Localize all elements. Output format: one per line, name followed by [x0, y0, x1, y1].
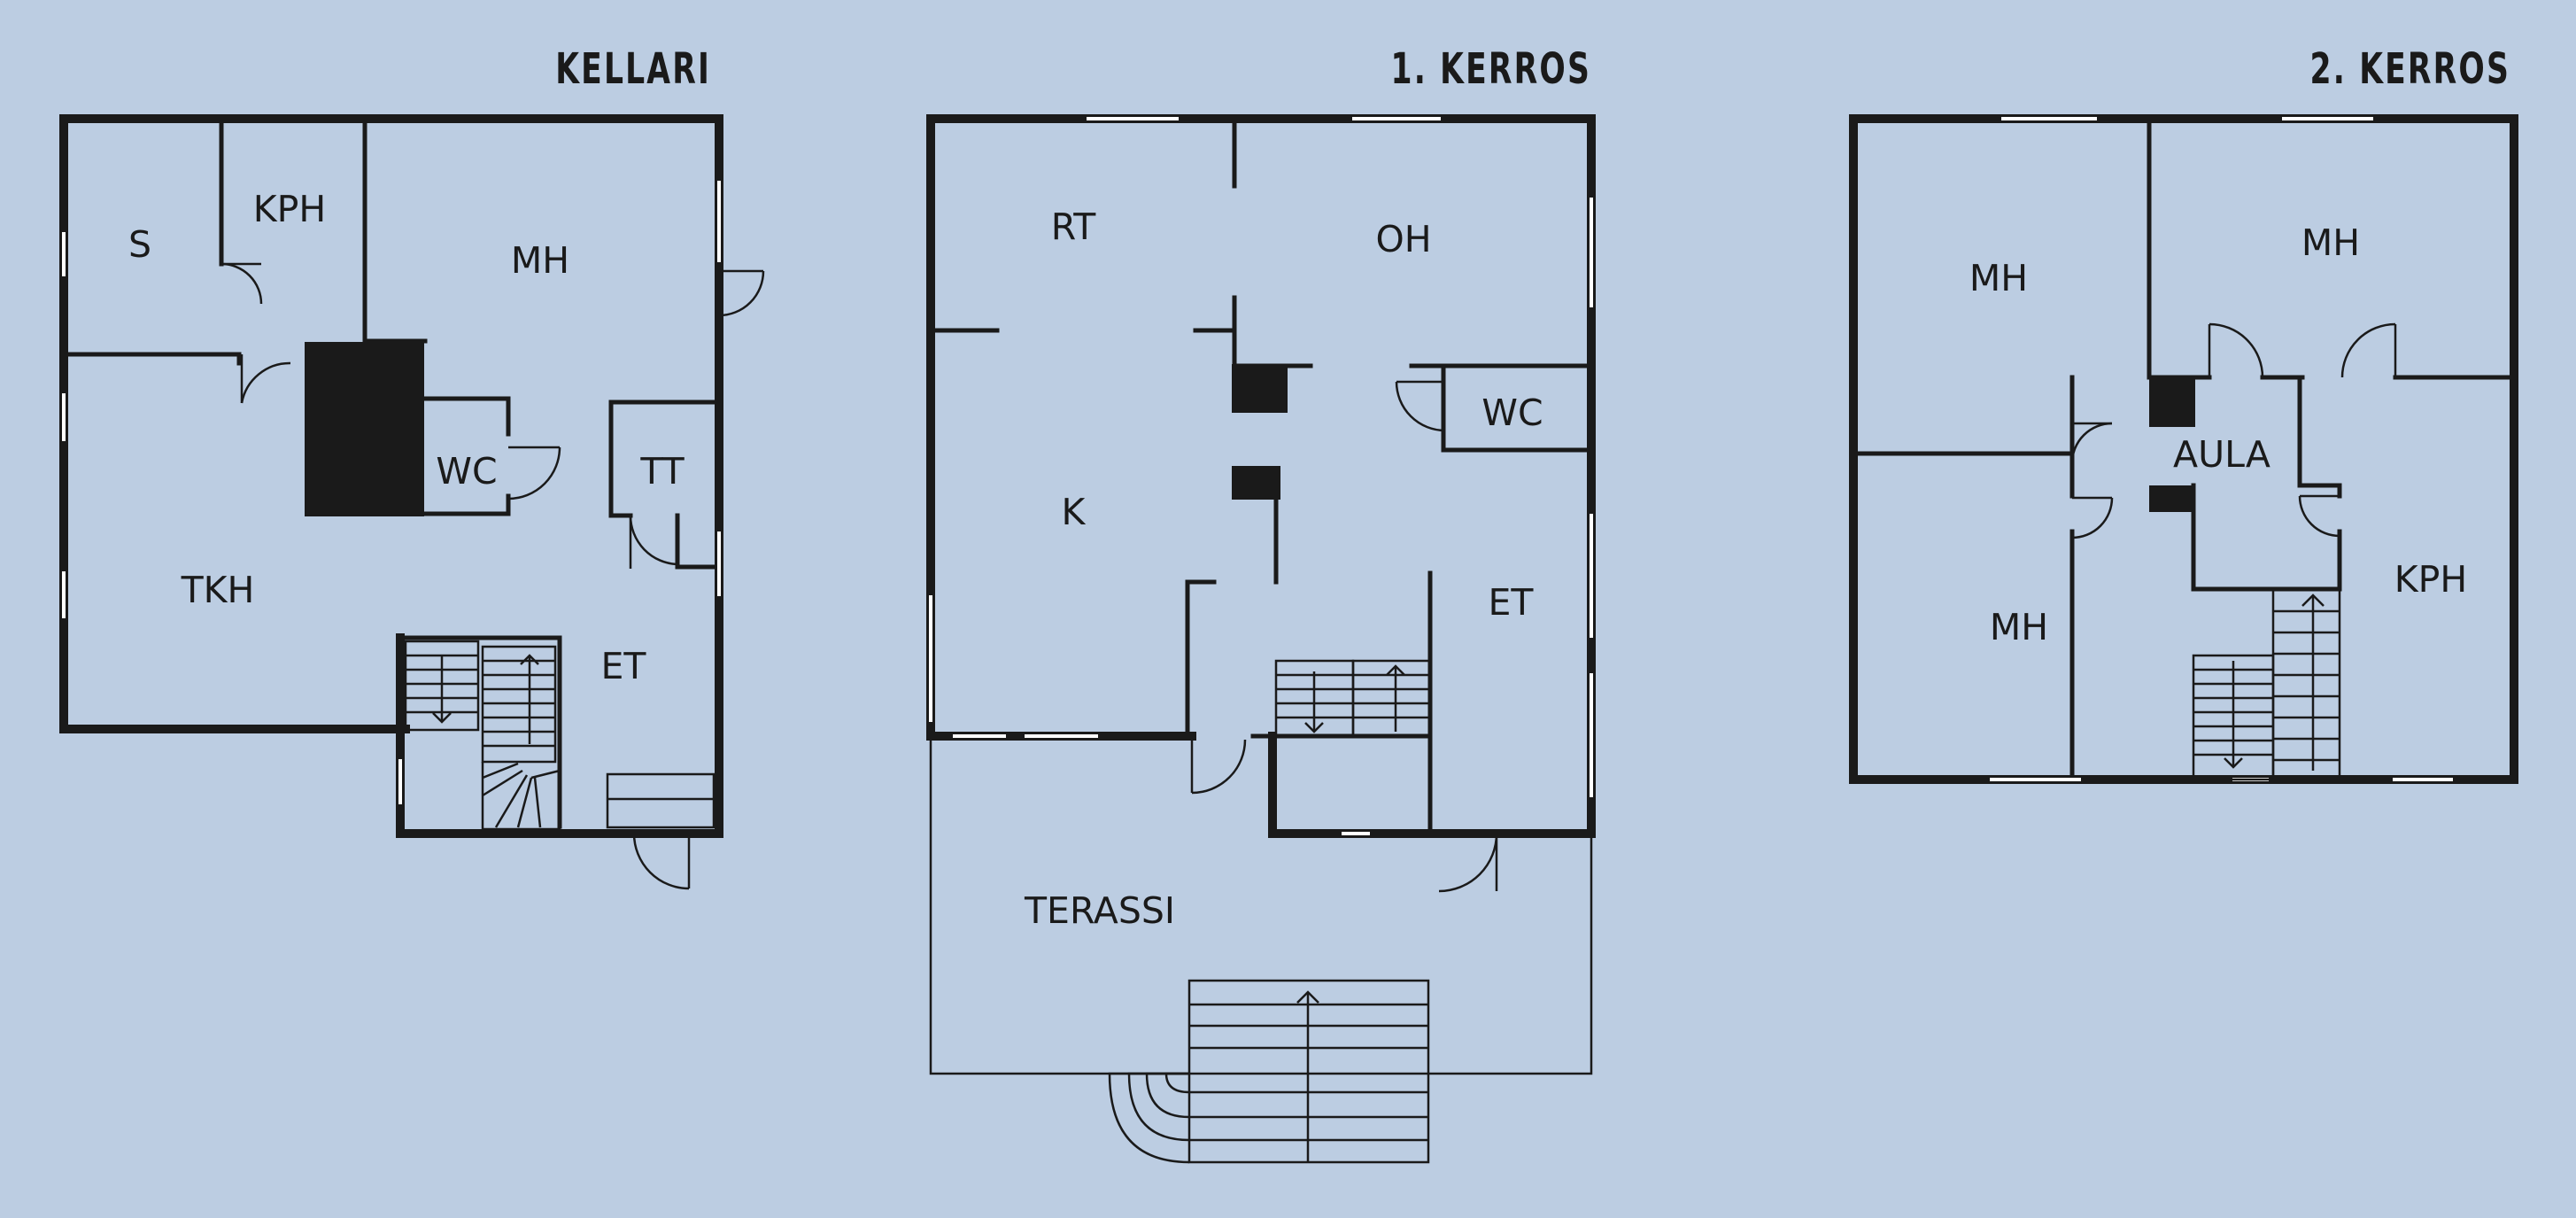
room-label-mh-3: MH: [1990, 606, 2048, 648]
first-floor-stairs: [1274, 659, 1432, 738]
basement-outer-wall: [59, 114, 723, 838]
second-floor-outer-wall: [1849, 114, 2518, 784]
second-floor-chimney-bottom: [2149, 485, 2193, 512]
room-label-oh: OH: [1375, 218, 1431, 260]
first-floor-plan: RT OH WC K ET TERASSI: [926, 114, 1596, 1164]
first-floor-windows: [929, 117, 1593, 835]
basement-bench: [606, 772, 716, 829]
second-floor-chimney-top: [2149, 377, 2195, 427]
room-label-kph: KPH: [253, 188, 326, 230]
room-label-wc: WC: [436, 450, 497, 493]
room-label-mh: MH: [511, 239, 569, 282]
basement-title: KELLARI: [555, 43, 711, 93]
room-label-tt: TT: [639, 450, 685, 493]
second-floor-doors: [2070, 322, 2397, 539]
room-label-et: ET: [601, 645, 647, 687]
room-label-mh-1: MH: [1969, 257, 2028, 299]
room-label-kph: KPH: [2394, 558, 2467, 601]
first-floor-chimney-top: [1232, 364, 1288, 413]
second-floor-plan: MH MH AULA MH KPH: [1849, 114, 2518, 784]
room-label-wc: WC: [1481, 392, 1543, 434]
first-floor-doors: [1190, 380, 1498, 893]
room-label-s: S: [128, 223, 151, 266]
basement-doors: [220, 262, 765, 890]
basement-windows: [62, 181, 721, 804]
room-label-tkh: TKH: [181, 569, 255, 611]
room-label-rt: RT: [1051, 206, 1097, 248]
room-label-mh-2: MH: [2301, 221, 2360, 264]
room-label-et: ET: [1489, 581, 1535, 624]
terrace: [929, 736, 1593, 1164]
basement-stairs: [404, 640, 561, 831]
second-floor-stairs: [2192, 587, 2341, 781]
room-label-aula: AULA: [2173, 433, 2270, 476]
room-label-terassi: TERASSI: [1024, 889, 1175, 932]
second-floor-windows: [1990, 117, 2453, 781]
basement-chimney: [305, 342, 424, 516]
first-floor-title: 1. KERROS: [1391, 43, 1591, 93]
second-floor-title: 2. KERROS: [2310, 43, 2510, 93]
basement-plan: S KPH MH WC TT TKH ET: [59, 114, 765, 890]
first-floor-chimney-bottom: [1232, 466, 1280, 500]
room-label-k: K: [1062, 491, 1087, 533]
